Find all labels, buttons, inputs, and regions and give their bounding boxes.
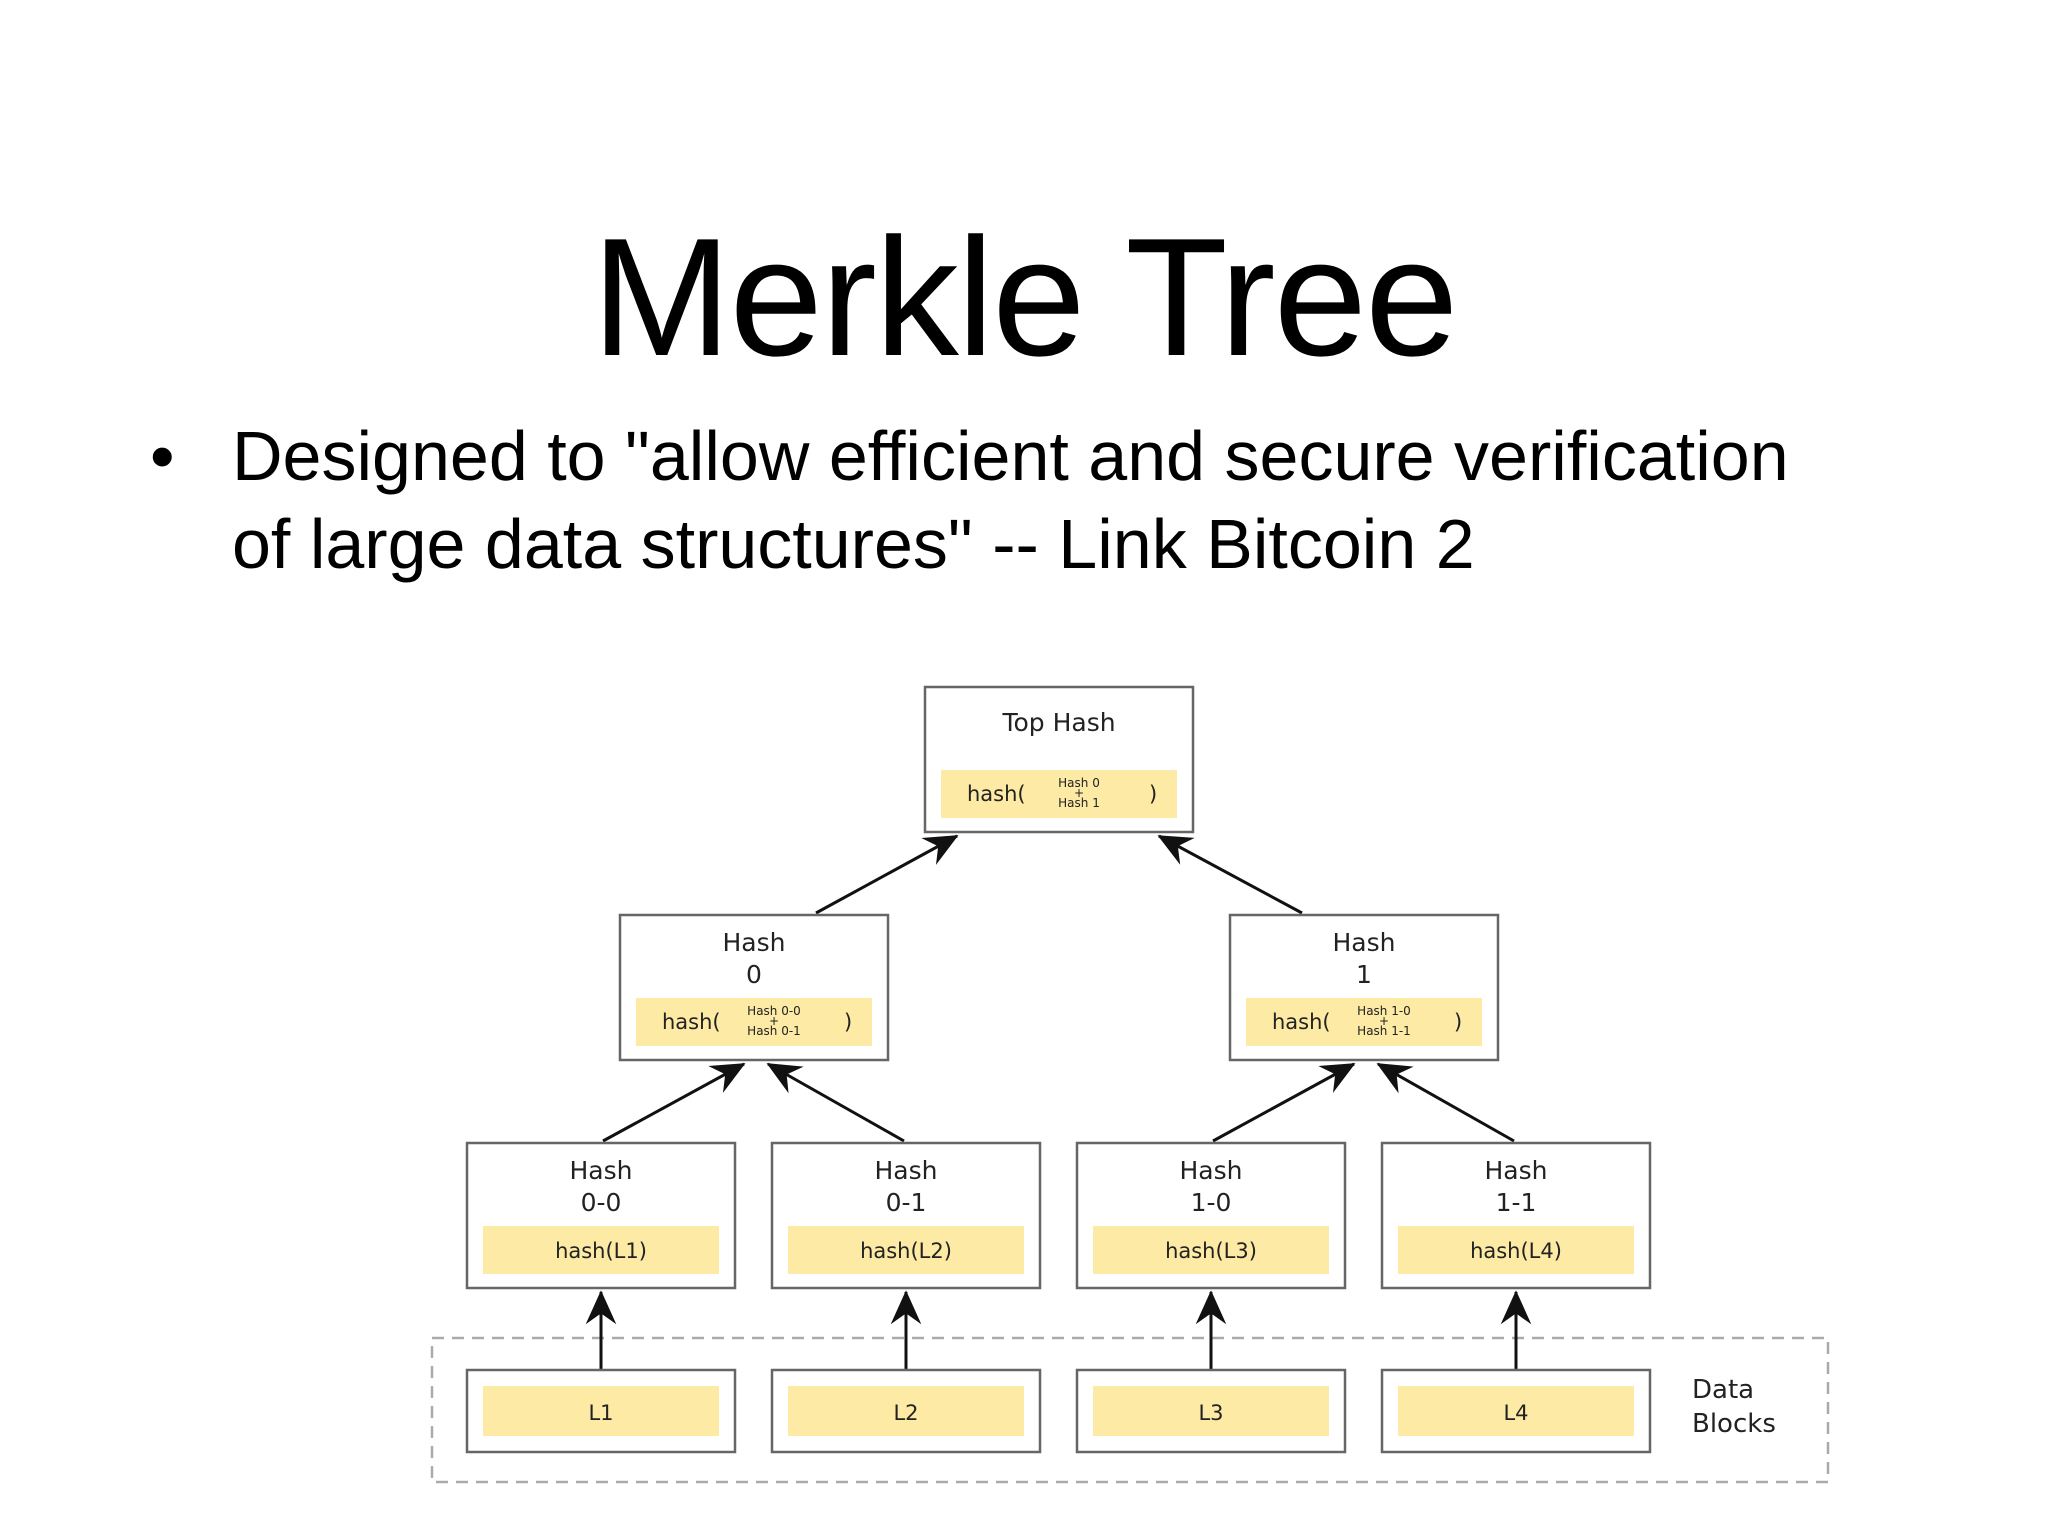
- hash-1-hash-input-2: Hash 1-1: [1357, 1024, 1411, 1038]
- data-block-1-bar: [483, 1386, 719, 1436]
- top-hash-bar: [941, 770, 1177, 818]
- leaf-hash-1-title-line-1: Hash: [570, 1156, 633, 1185]
- leaf-hash-4-bar: [1398, 1226, 1634, 1274]
- hash-1-title-line-2: 1: [1356, 960, 1372, 989]
- leaf-hash-4-title-line-2: 1-1: [1496, 1188, 1537, 1217]
- data-blocks-label-line-1: Data: [1692, 1375, 1754, 1405]
- leaf-hash-3-bar: [1093, 1226, 1329, 1274]
- data-block-4-label: L4: [1503, 1401, 1528, 1425]
- data-blocks-border: [430, 1336, 1830, 1484]
- leaf-hash-1-bar: [483, 1226, 719, 1274]
- slide-title: Merkle Tree: [591, 202, 1459, 391]
- leaf-hash-2-bar: [788, 1226, 1024, 1274]
- data-block-2-label: L2: [893, 1401, 918, 1425]
- hash-0-hash-prefix: hash(: [662, 1010, 721, 1034]
- top-hash-input-1: Hash 0: [1058, 776, 1100, 790]
- leaf-hash-4-title-line-1: Hash: [1485, 1156, 1548, 1185]
- top-hash-title: Top Hash: [1001, 708, 1115, 737]
- top-hash-prefix: hash(: [967, 782, 1026, 806]
- top-hash-input-2: Hash 1: [1058, 796, 1100, 810]
- hash-1-hash-plus: +: [1379, 1014, 1389, 1028]
- bullet-line-2: of large data structures" -- Link Bitcoi…: [232, 505, 1475, 583]
- bullet-list: • Designed to "allow efficient and secur…: [150, 412, 1950, 588]
- hash-0-hash-input-1: Hash 0-0: [747, 1004, 801, 1018]
- data-block-1-label: L1: [588, 1401, 613, 1425]
- data-block-3-label: L3: [1198, 1401, 1223, 1425]
- edge-leaf-11-to-mid-1: [1376, 1062, 1515, 1143]
- leaf-hash-3-title-line-1: Hash: [1180, 1156, 1243, 1185]
- bullet-item: • Designed to "allow efficient and secur…: [150, 412, 1950, 588]
- data-block-2-bar: [788, 1386, 1024, 1436]
- edge-mid-1-to-top: [1157, 834, 1303, 915]
- leaf-hash-2-value: hash(L2): [860, 1239, 952, 1263]
- hash-1-title-line-1: Hash: [1333, 928, 1396, 957]
- top-hash-suffix: ): [1149, 782, 1157, 806]
- hash-0-title-line-2: 0: [746, 960, 762, 989]
- bullet-marker: •: [150, 417, 175, 495]
- data-block-4-bar: [1398, 1386, 1634, 1436]
- hash-0-title-line-1: Hash: [723, 928, 786, 957]
- data-block-3-bar: [1093, 1386, 1329, 1436]
- hash-1-hash-prefix: hash(: [1272, 1010, 1331, 1034]
- hash-0-hash-plus: +: [769, 1014, 779, 1028]
- leaf-hash-3-title-line-2: 1-0: [1191, 1188, 1232, 1217]
- leaf-hash-2-title-line-1: Hash: [875, 1156, 938, 1185]
- hash-0-hash-input-2: Hash 0-1: [747, 1024, 801, 1038]
- bullet-line-1: Designed to "allow efficient and secure …: [232, 417, 1789, 495]
- hash-0-hash-suffix: ): [844, 1010, 852, 1034]
- hash-0-bar: [636, 998, 872, 1046]
- leaf-hash-1-title-line-2: 0-0: [581, 1188, 622, 1217]
- leaf-hash-3-value: hash(L3): [1165, 1239, 1257, 1263]
- hash-1-hash-input-1: Hash 1-0: [1357, 1004, 1411, 1018]
- hash-1-bar: [1246, 998, 1482, 1046]
- data-blocks-label-line-2: Blocks: [1692, 1409, 1776, 1439]
- edge-mid-0-to-top: [815, 834, 959, 915]
- leaf-hash-4-value: hash(L4): [1470, 1239, 1562, 1263]
- edge-leaf-01-to-mid-0: [766, 1062, 905, 1143]
- edge-leaf-00-to-mid-0: [602, 1062, 746, 1143]
- edge-leaf-10-to-mid-1: [1212, 1062, 1356, 1143]
- leaf-hash-1-value: hash(L1): [555, 1239, 647, 1263]
- hash-1-hash-suffix: ): [1454, 1010, 1462, 1034]
- top-hash-plus: +: [1074, 786, 1084, 800]
- leaf-hash-2-title-line-2: 0-1: [886, 1188, 927, 1217]
- tree-edges: [585, 834, 1532, 1370]
